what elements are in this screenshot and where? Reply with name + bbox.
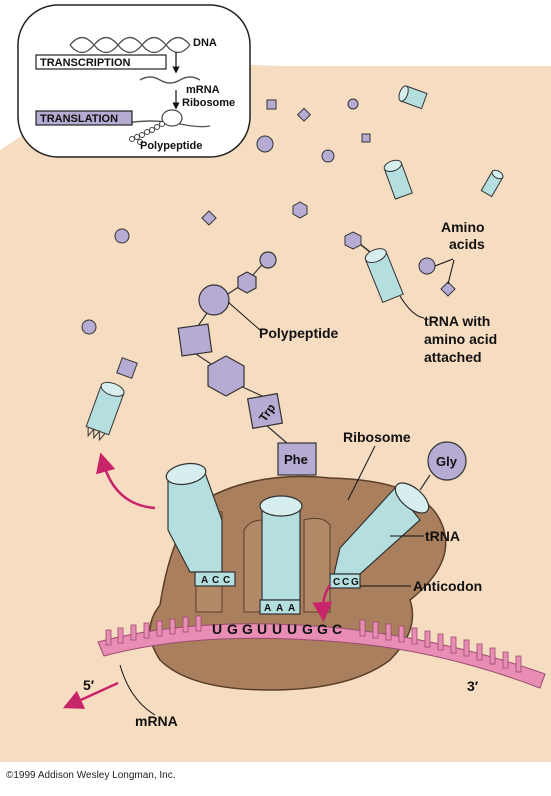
anticodon-base: C [212,575,219,586]
transcription-label: TRANSCRIPTION [40,57,131,69]
polypeptide-label: Polypeptide [259,325,339,341]
five-prime-label: 5′ [83,677,95,693]
anticodon-base: A [288,603,295,614]
overview-inset: TRANSCRIPTION TRANSLATION DNA mRNA Ribos… [17,4,251,158]
trna-attached-label-1: tRNA with [424,313,490,329]
trna-middle [259,495,303,615]
phe-amino-acid [277,442,317,476]
dna-helix-icon [69,36,191,54]
inset-dna-label: DNA [193,37,217,49]
trna-attached-label-2: amino acid [424,331,497,347]
amino-acids-label-2: acids [449,236,485,252]
anticodon-callout: Anticodon [360,578,482,594]
anticodon-left: A C C [201,575,230,586]
free-amino-acids [81,98,371,335]
trp-amino-acid [246,392,284,430]
trna-with-amino-acid [344,231,404,304]
trna-attached-label-3: attached [424,349,482,365]
trna-entry-arrow [312,584,333,622]
mrna-label: mRNA [135,713,178,729]
anticodon-base: A [276,603,283,614]
amino-acids-callout: Amino acids [418,219,485,297]
amino-acid-circle [81,319,97,335]
free-trna-molecules [344,85,504,304]
mini-polypeptide-icon [129,121,165,145]
phe-label: Phe [284,452,308,467]
inset-mrna-label: mRNA [186,84,220,96]
translation-label: TRANSLATION [40,113,118,125]
ribosome-callout: Ribosome [343,429,411,501]
inset-polypeptide-label: Polypeptide [140,140,202,152]
mrna-strand-icon [139,76,201,84]
mrna-strand [97,615,546,689]
trna-right [329,441,467,589]
gly-amino-acid [427,441,467,481]
codon-base: G [302,621,313,637]
amino-acid-circle [347,98,359,110]
codon-base: G [242,621,253,637]
copyright-text: ©1999 Addison Wesley Longman, Inc. [6,770,176,781]
codon-base: C [332,621,342,637]
codon-base: U [257,621,267,637]
mrna-bases [105,615,522,673]
codon-base: U [272,621,282,637]
amino-acid-circle [114,228,130,244]
anticodon-base: C [333,577,340,588]
trna-exit-arrow [96,452,156,510]
amino-acids-label-1: Amino [441,219,485,235]
mini-ribosome-icon [161,109,183,127]
trna-free-3 [480,169,504,198]
trna-label: tRNA [425,528,460,544]
amino-acid-square [361,133,371,143]
anticodon-base: C [342,577,349,588]
anticodon-label: Anticodon [413,578,482,594]
inset-ribosome-label: Ribosome [182,97,235,109]
anticodon-base: G [351,577,359,588]
codon-base: G [317,621,328,637]
amino-acid-hexagon [292,201,308,219]
polypeptide-chain [177,251,317,495]
departing-trna [85,357,138,442]
anticodon-right: C C G [333,577,359,588]
trna-free-2 [383,159,413,200]
anticodon-base: C [223,575,230,586]
amino-acid-square [266,99,277,110]
amino-acid-circle [256,135,274,153]
anticodon-base: A [201,575,208,586]
polypeptide-callout: Polypeptide [227,301,339,341]
amino-acid-square [296,107,312,122]
three-prime-label: 3′ [467,678,479,694]
trna-left [165,462,236,587]
codon-base: G [227,621,238,637]
anticodon-middle: A A A [264,603,295,614]
ribosome-label: Ribosome [343,429,411,445]
anticodon-base: A [264,603,271,614]
mrna-direction-arrow [62,681,119,709]
codon-base: U [287,621,297,637]
mrna-callout: mRNA [119,664,178,729]
gly-label: Gly [436,454,458,469]
trna-callout: tRNA [390,528,460,544]
amino-acid-square [201,210,217,226]
amino-acid-circle [321,149,335,163]
codon-base: U [212,621,222,637]
codon-sequence: U G G U U U G G C [212,621,342,637]
trna-attached-callout: tRNA with amino acid attached [399,295,497,365]
trna-free-1 [398,85,428,110]
